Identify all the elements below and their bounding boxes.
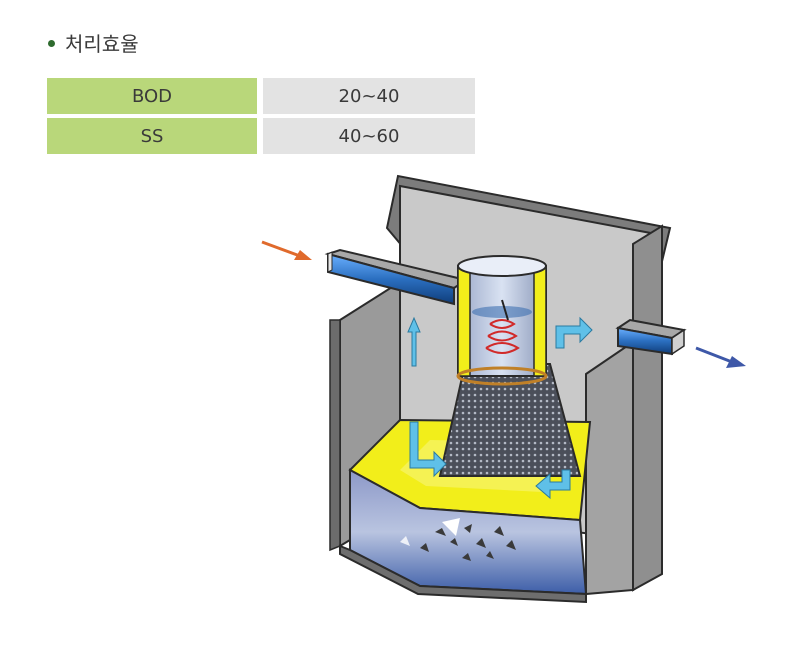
inlet-arrow-icon [261,240,312,260]
bod-value: 20~40 [263,78,475,114]
ss-value: 40~60 [263,118,475,154]
outlet-arrow-icon [695,346,746,368]
inlet-pipe [324,248,469,306]
section-heading: 처리효율 [48,28,139,57]
bod-label: BOD [47,78,257,114]
ss-label: SS [47,118,257,154]
efficiency-table: BOD 20~40 SS 40~60 [47,78,475,158]
bullet-icon [48,40,55,47]
settling-tank-diagram [261,174,746,604]
flow-arrow-icon [407,316,593,500]
outlet-pipe [615,318,687,356]
tank-right-wall [585,224,663,596]
table-row: SS 40~60 [47,118,475,154]
table-row: BOD 20~40 [47,78,475,114]
sludge-particles [420,524,516,561]
center-well [438,255,582,477]
section-title: 처리효율 [65,32,139,56]
tank-front-walls [339,544,587,604]
